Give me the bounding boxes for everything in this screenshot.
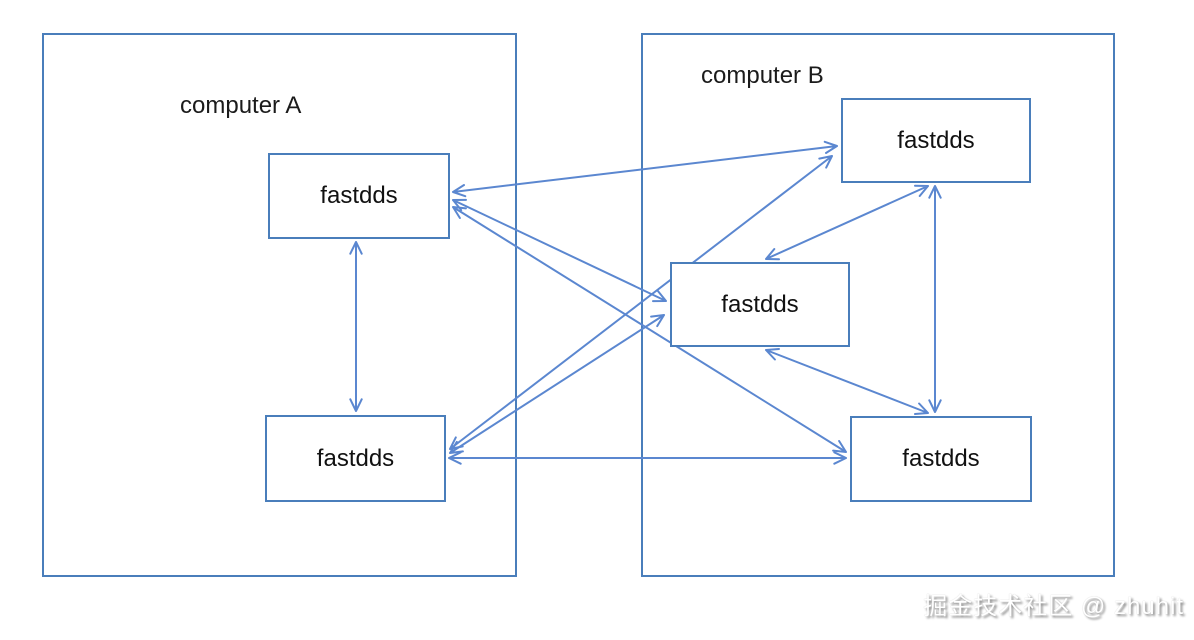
computer-a-container bbox=[42, 33, 517, 577]
fastdds-node-b-bottom: fastdds bbox=[850, 416, 1032, 502]
fastdds-node-a-bottom: fastdds bbox=[265, 415, 446, 502]
edge-a-bottom-to-b-bottom bbox=[448, 451, 847, 465]
fastdds-node-label: fastdds bbox=[902, 445, 980, 472]
fastdds-node-a-top: fastdds bbox=[268, 153, 450, 239]
edge-a-top-to-a-bottom bbox=[349, 241, 363, 412]
computer-b-label: computer B bbox=[701, 62, 824, 89]
edge-a-top-to-b-top bbox=[452, 140, 838, 198]
fastdds-node-label: fastdds bbox=[897, 126, 975, 154]
computer-b-container bbox=[641, 33, 1115, 577]
fastdds-node-b-top: fastdds bbox=[841, 98, 1031, 183]
edge-b-top-to-b-middle bbox=[765, 184, 929, 261]
edge-a-top-to-b-bottom bbox=[452, 206, 847, 453]
fastdds-node-b-middle: fastdds bbox=[670, 262, 850, 347]
computer-a-label: computer A bbox=[180, 92, 302, 119]
edge-a-top-to-b-middle bbox=[452, 198, 667, 303]
edge-b-top-to-b-bottom bbox=[928, 185, 942, 413]
fastdds-node-label: fastdds bbox=[721, 290, 799, 318]
edge-b-middle-to-b-bottom bbox=[765, 348, 929, 415]
edge-a-bottom-to-b-middle bbox=[449, 314, 665, 454]
fastdds-node-label: fastdds bbox=[316, 444, 395, 472]
fastdds-node-label: fastdds bbox=[320, 182, 398, 209]
watermark: 掘金技术社区 @ zhuhit bbox=[923, 593, 1184, 620]
